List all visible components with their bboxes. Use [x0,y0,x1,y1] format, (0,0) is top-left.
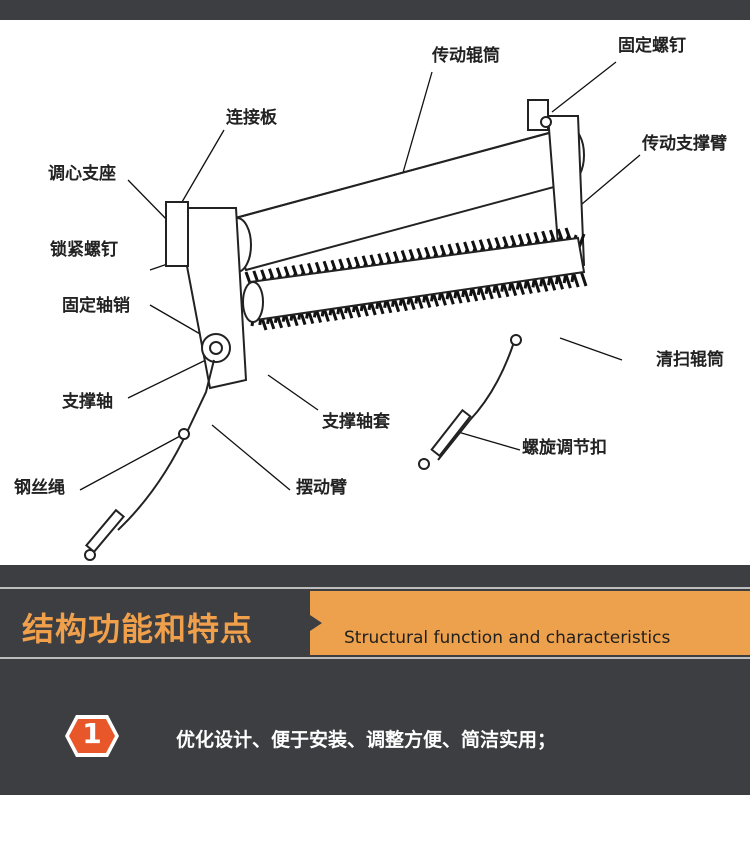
banner-bottom-rule [0,657,750,659]
structure-diagram: 传动辊筒 固定螺钉 连接板 传动支撑臂 调心支座 锁紧螺钉 固定轴销 清扫辊筒 … [0,20,750,565]
banner-title-panel [8,591,310,655]
sweeper-drawing [79,61,641,561]
features-section: 结构功能和特点 Structural function and characte… [0,565,750,795]
feature-text: 优化设计、便于安装、调整方便、简洁实用； [176,729,557,751]
label-self-aligning-seat: 调心支座 [48,164,116,184]
label-steel-wire-rope: 钢丝绳 [14,478,65,498]
label-swing-arm: 摆动臂 [296,478,347,498]
label-transmission-roller: 传动辊筒 [432,46,500,66]
hexagon-icon [65,715,119,757]
section-subtitle: Structural function and characteristics [344,628,671,648]
feature-number: 1 [82,717,102,750]
feature-number-badge: 1 [64,713,120,759]
banner-arrow-icon [304,611,322,635]
top-bar [0,0,750,20]
label-fixing-screw: 固定螺钉 [618,36,686,56]
label-locking-screw: 锁紧螺钉 [50,240,118,260]
label-support-shaft: 支撑轴 [62,392,113,412]
banner-top-rule [0,587,750,589]
label-cleaning-roller: 清扫辊筒 [656,350,724,370]
banner-subtitle-panel [310,591,750,655]
label-connecting-plate: 连接板 [226,108,277,128]
label-turnbuckle: 螺旋调节扣 [522,438,607,458]
page-bottom-margin [0,795,750,843]
label-transmission-support-arm: 传动支撑臂 [642,134,727,154]
label-fixing-shaft-pin: 固定轴销 [62,296,130,316]
section-title: 结构功能和特点 [22,610,254,648]
label-support-shaft-sleeve: 支撑轴套 [322,412,390,432]
